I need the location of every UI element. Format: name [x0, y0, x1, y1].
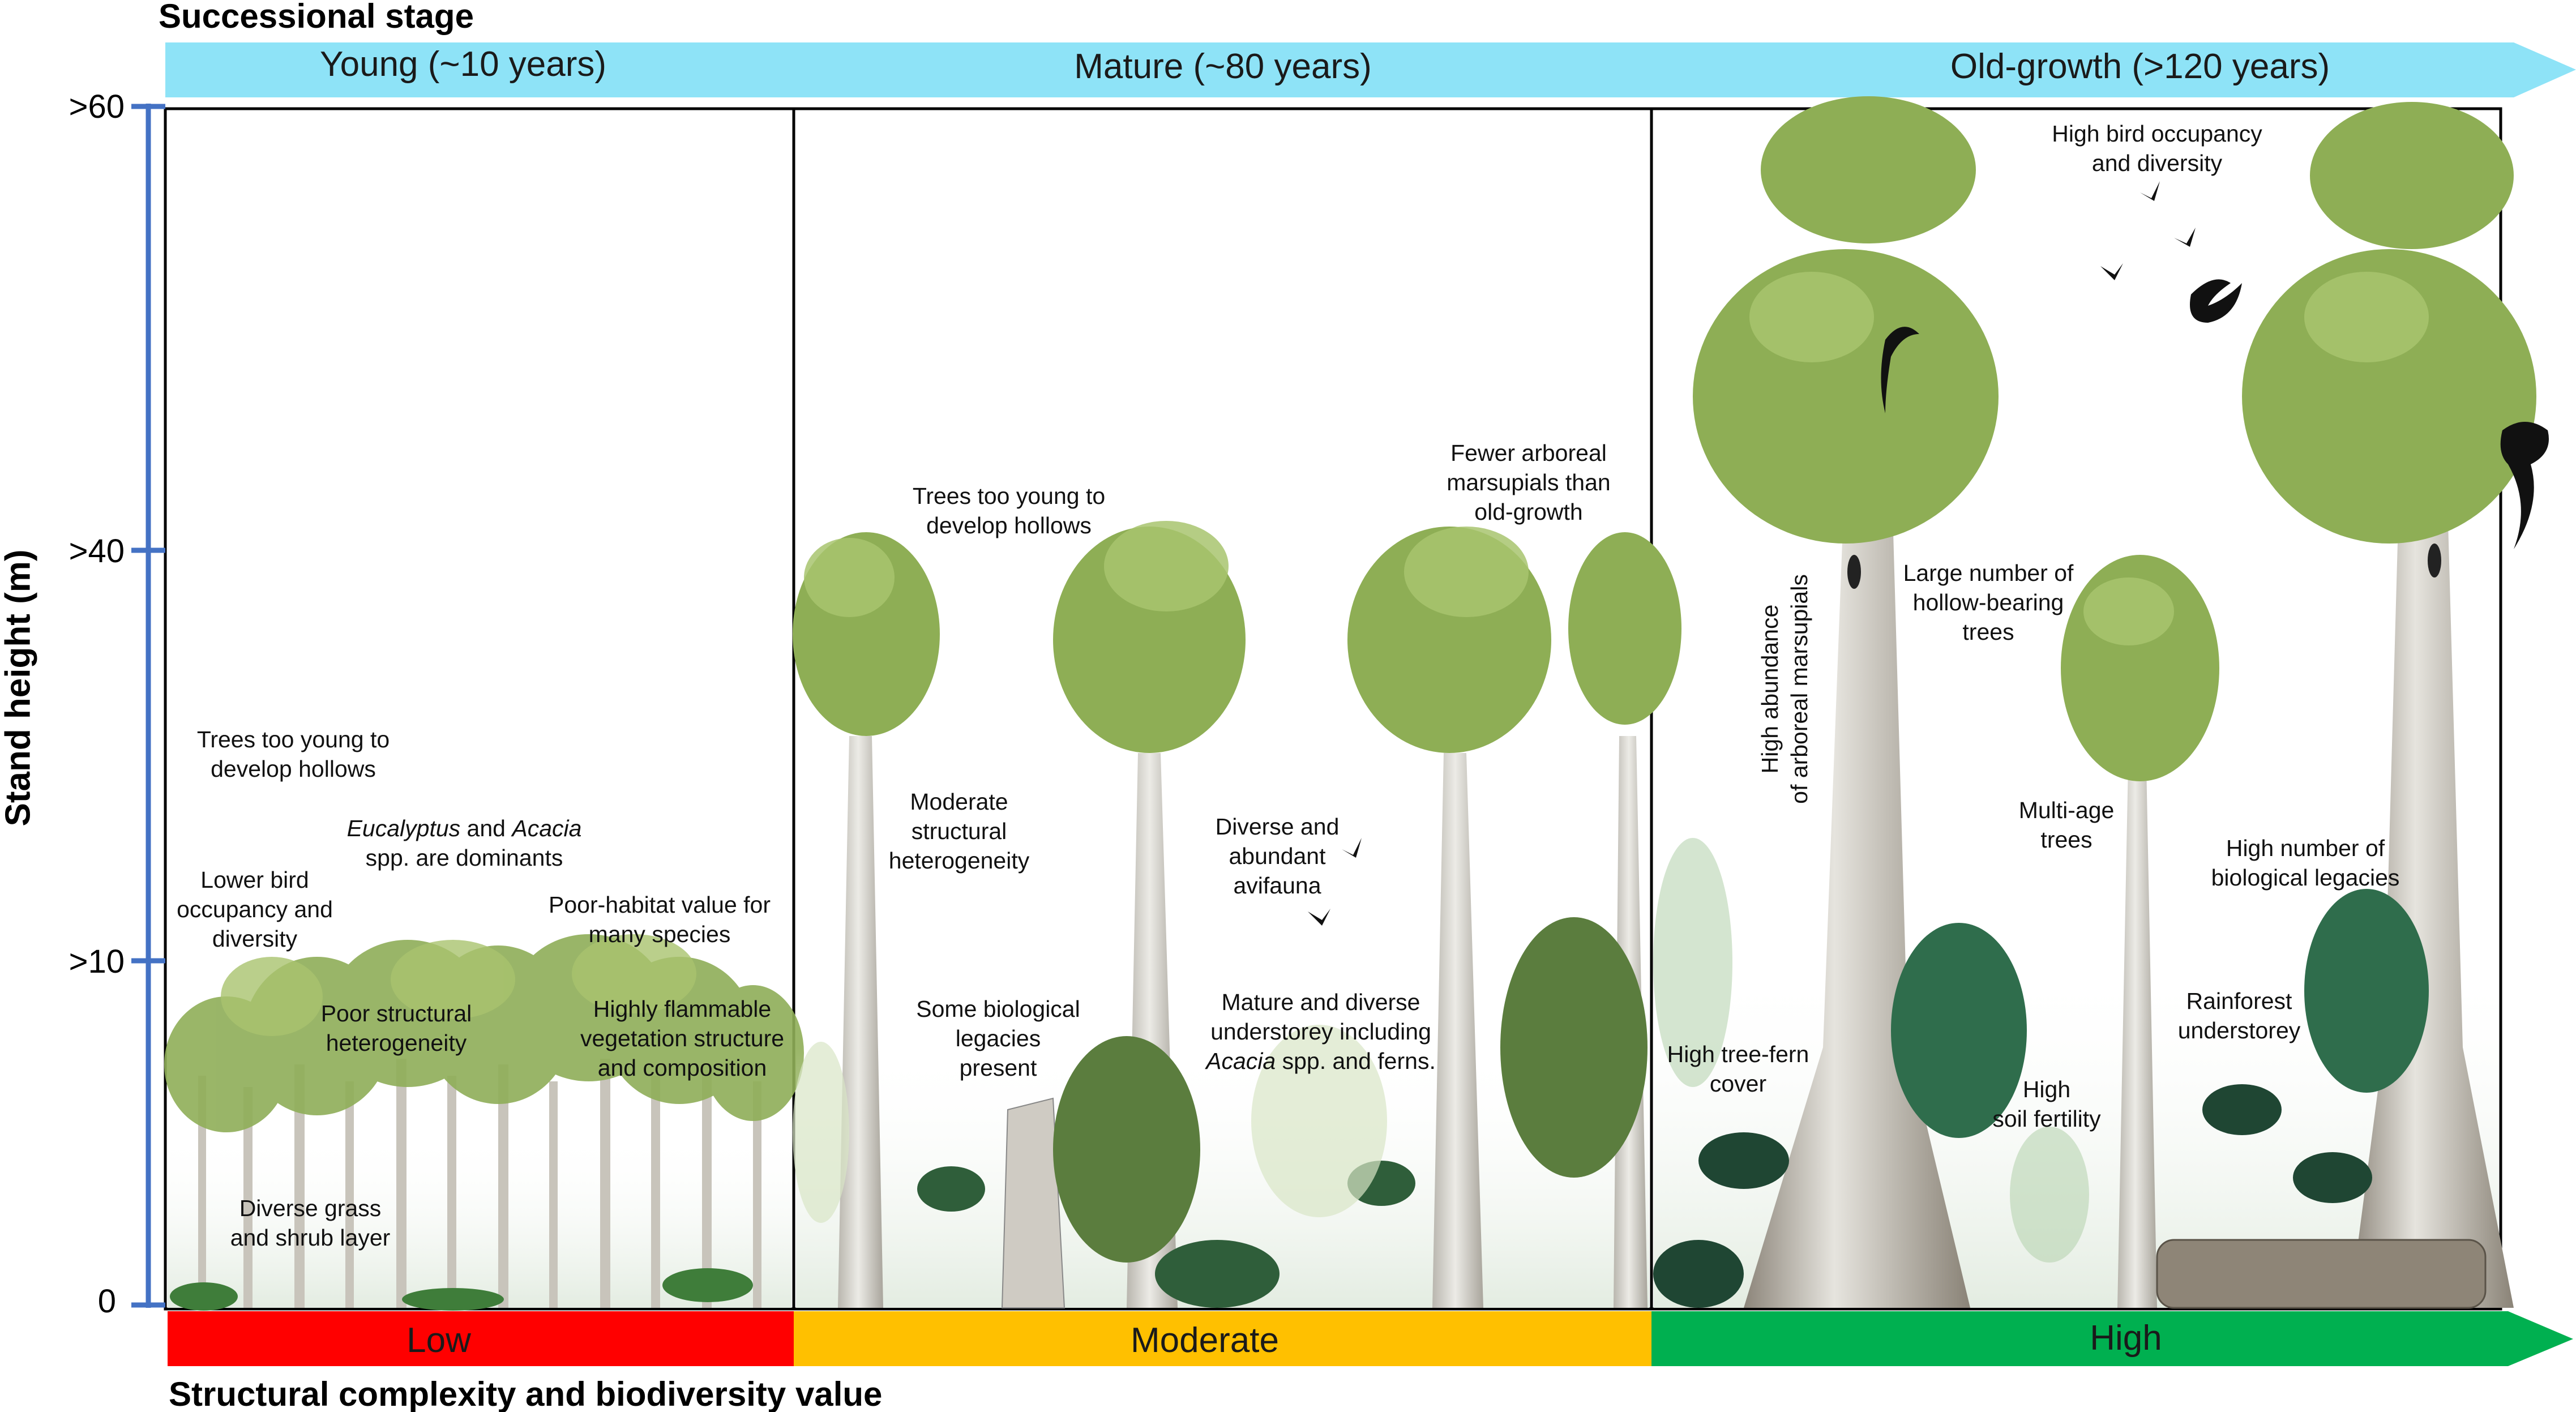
- old-growth-note-multi-age: Multi-age trees: [2018, 797, 2115, 853]
- mature-note-heterogeneity: Moderate structural heterogeneity: [888, 789, 1030, 874]
- structural-complexity-heading: Structural complexity and biodiversity v…: [169, 1375, 883, 1412]
- mature-note-understorey: Mature and diverse understorey including…: [1206, 989, 1436, 1074]
- successional-stage-heading: Successional stage: [159, 0, 474, 35]
- stage-label-mature: Mature (~80 years): [1074, 47, 1372, 86]
- band-label-moderate: Moderate: [1131, 1321, 1279, 1360]
- band-moderate-bar: [794, 1311, 1651, 1366]
- mature-forest-illustration: [793, 521, 1681, 1308]
- young-note-dominants: Eucalyptus and Acacia spp. are dominants: [346, 815, 582, 871]
- old-growth-note-marsupials: High abundance of arboreal marsupials: [1757, 574, 1812, 804]
- young-note-flammable: Highly flammable vegetation structure an…: [580, 996, 785, 1081]
- tick-label-10: >10: [69, 943, 125, 980]
- tick-label-0: 0: [97, 1283, 116, 1320]
- old-growth-note-rainforest: Rainforest understorey: [2177, 988, 2301, 1043]
- band-label-high: High: [2090, 1319, 2162, 1358]
- young-note-hollows: Trees too young to develop hollows: [196, 726, 390, 782]
- stage-label-young: Young (~10 years): [319, 45, 607, 84]
- y-axis-title: Stand height (m): [0, 549, 38, 827]
- band-high-bar: [1651, 1311, 2573, 1366]
- mature-note-avifauna: Diverse and abundant avifauna: [1215, 814, 1340, 898]
- young-forest-illustration: [164, 934, 804, 1311]
- mature-note-marsupials: Fewer arboreal marsupials than old-growt…: [1447, 440, 1611, 525]
- young-note-bird-occupancy: Lower bird occupancy and diversity: [177, 867, 333, 952]
- band-low-bar: [168, 1311, 794, 1366]
- mature-note-hollows: Trees too young to develop hollows: [912, 483, 1106, 538]
- panel-young: [164, 107, 795, 1311]
- stage-arrow: [165, 42, 2576, 97]
- mature-note-legacies: Some biological legacies present: [916, 996, 1080, 1081]
- tick-label-40: >40: [69, 533, 125, 570]
- tick-label-60: >60: [69, 88, 125, 125]
- old-growth-note-birds: High bird occupancy and diversity: [2052, 121, 2262, 176]
- old-growth-note-tree-fern: High tree-fern cover: [1667, 1041, 1809, 1097]
- young-note-structural: Poor structural heterogeneity: [320, 1000, 472, 1056]
- y-axis: [131, 104, 165, 1308]
- stage-label-old-growth: Old-growth (>120 years): [1950, 47, 2330, 86]
- old-growth-note-hollow-trees: Large number of hollow-bearing trees: [1903, 560, 2074, 645]
- band-label-low: Low: [406, 1321, 471, 1360]
- young-note-grass-shrub: Diverse grass and shrub layer: [230, 1195, 391, 1251]
- old-growth-note-soil: High soil fertility: [1992, 1076, 2101, 1132]
- young-note-habitat-value: Poor-habitat value for many species: [548, 892, 771, 947]
- old-growth-note-legacies: High number of biological legacies: [2211, 835, 2400, 891]
- old-growth-forest-illustration: [1653, 96, 2549, 1309]
